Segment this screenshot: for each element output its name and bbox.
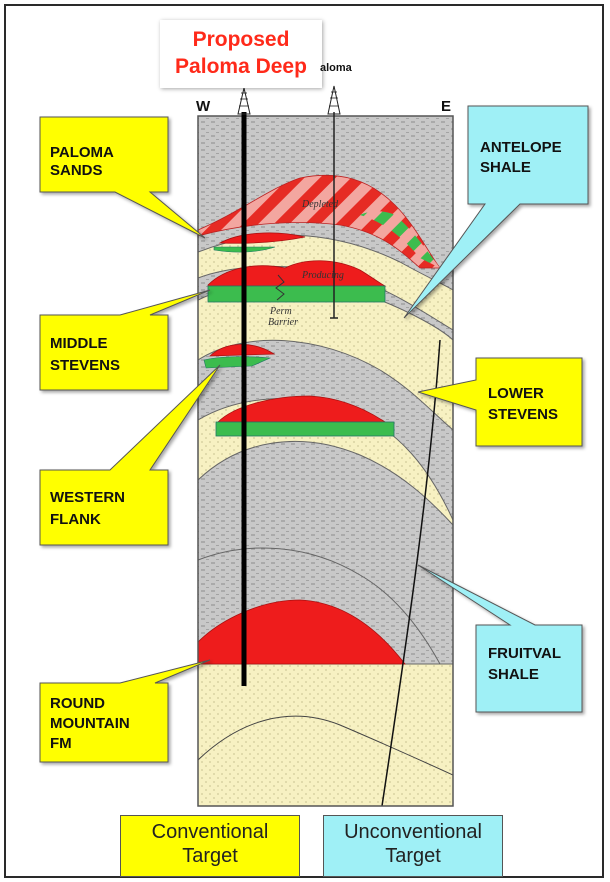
conventional-line1: Conventional — [121, 820, 299, 844]
callout-lower-stevens-line2: STEVENS — [488, 406, 558, 423]
cross-section-column — [198, 116, 453, 806]
middle-stevens-water — [208, 286, 385, 302]
callout-paloma-sands-line1: PALOMA — [50, 144, 114, 161]
unconventional-line2: Target — [324, 844, 502, 868]
callout-round-mountain-line1: ROUND — [50, 695, 105, 712]
callout-antelope-shale-line2: SHALE — [480, 159, 531, 176]
perm-label: Perm — [269, 306, 292, 317]
callout-western-flank-line2: FLANK — [50, 511, 101, 528]
conventional-line2: Target — [121, 844, 299, 868]
proposed-derrick-icon — [238, 88, 250, 114]
conventional-target-legend: Conventional Target — [120, 815, 300, 877]
callout-western-flank-line1: WESTERN — [50, 489, 125, 506]
callout-round-mountain-line3: FM — [50, 735, 72, 752]
barrier-label: Barrier — [268, 317, 298, 328]
paloma-well-label: aloma — [320, 62, 352, 74]
bottom-sand — [198, 664, 453, 806]
callout-fruitvale-shale-line2: SHALE — [488, 666, 539, 683]
proposed-well-label-line1: Proposed — [160, 26, 322, 53]
callout-fruitvale-shale-line1: FRUITVAL — [488, 645, 561, 662]
callout-paloma-sands-line2: SANDS — [50, 162, 103, 179]
producing-label: Producing — [301, 270, 344, 281]
proposed-well-label: Proposed Paloma Deep — [160, 20, 322, 88]
callout-middle-stevens-line1: MIDDLE — [50, 335, 108, 352]
paloma-derrick-icon — [328, 86, 340, 114]
west-label: W — [196, 98, 210, 115]
east-label: E — [441, 98, 451, 115]
callout-lower-stevens-line1: LOWER — [488, 385, 544, 402]
callout-middle-stevens-line2: STEVENS — [50, 357, 120, 374]
unconventional-line1: Unconventional — [324, 820, 502, 844]
proposed-well-label-line2: Paloma Deep — [160, 53, 322, 80]
callout-round-mountain-line2: MOUNTAIN — [50, 715, 130, 732]
unconventional-target-legend: Unconventional Target — [323, 815, 503, 877]
callout-antelope-shale-line1: ANTELOPE — [480, 139, 562, 156]
